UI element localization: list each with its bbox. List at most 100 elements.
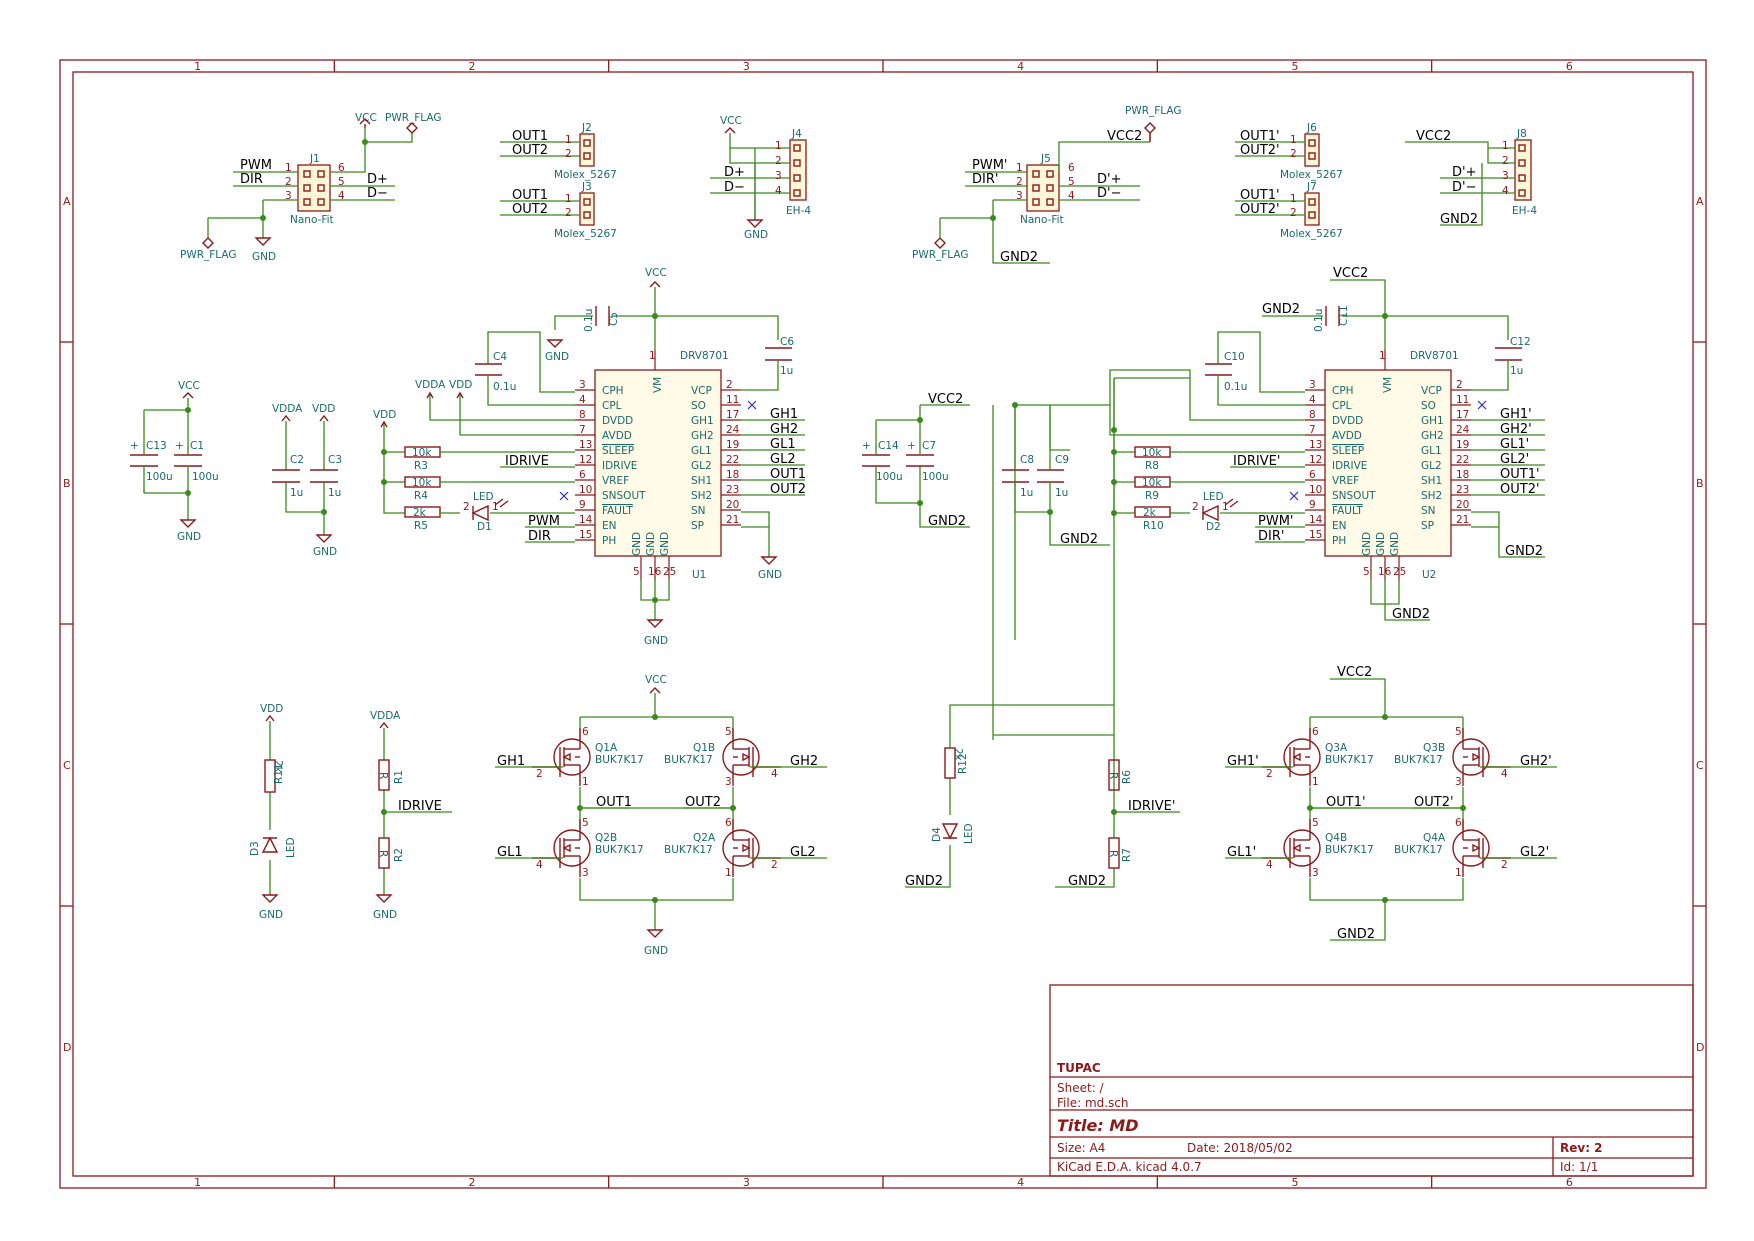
- c11-value: 0.1u: [1313, 309, 1325, 332]
- j8-value: EH-4: [1512, 205, 1537, 217]
- pin-name: EN: [1332, 520, 1347, 532]
- svg-text:+: +: [907, 440, 916, 452]
- grid-row-left: A: [63, 195, 71, 208]
- net-gl2: GL2: [770, 452, 796, 467]
- r12-value: 2k: [952, 748, 964, 762]
- pin-name: AVDD: [602, 430, 632, 442]
- pin-name: GL1: [1421, 445, 1442, 457]
- q1b-mosfet: 534: [722, 726, 781, 788]
- pin-number: 6: [1309, 469, 1316, 481]
- pin-number: 14: [579, 514, 593, 526]
- net-idrive2-u2: IDRIVE': [1233, 454, 1280, 469]
- svg-text:2: 2: [536, 768, 543, 780]
- svg-text:5: 5: [1363, 566, 1370, 578]
- net-dir-j1: DIR: [240, 172, 263, 187]
- vcc-u1-top: VCC: [645, 267, 667, 279]
- svg-text:1: 1: [492, 501, 499, 513]
- pin-number: 22: [1456, 454, 1469, 466]
- pin-number: 24: [726, 424, 740, 436]
- pin-number: 13: [1309, 439, 1322, 451]
- net-out1b-u2: OUT1': [1500, 467, 1540, 482]
- bridge2-gl2b: GL2': [1520, 845, 1549, 860]
- q2b-ref: Q2B: [595, 832, 617, 844]
- d1-ref: D1: [477, 521, 492, 533]
- j8-ref: J8: [1516, 128, 1527, 140]
- pin-number: 23: [726, 484, 739, 496]
- net-dir-u1: DIR: [528, 529, 551, 544]
- net-dplus-j4: D+: [724, 165, 745, 180]
- pin-name: VREF: [1332, 475, 1359, 487]
- svg-text:4: 4: [338, 190, 345, 202]
- r7-ref: R7: [1121, 848, 1133, 862]
- svg-text:3: 3: [1016, 190, 1023, 202]
- pin-number: 3: [579, 379, 586, 391]
- pin-number: 11: [1456, 394, 1469, 406]
- svg-text:6: 6: [725, 817, 732, 829]
- vcc-bridge1: VCC: [645, 674, 667, 686]
- grid-col-bottom: 1: [194, 1176, 201, 1189]
- pin-number: 7: [1309, 424, 1316, 436]
- d2-ref: D2: [1206, 521, 1221, 533]
- pin-name: SP: [691, 520, 704, 532]
- net-pwm2-u2: PWM': [1258, 514, 1293, 529]
- svg-text:2: 2: [1502, 155, 1509, 167]
- pin-number: 8: [579, 409, 586, 421]
- net-idrive2-r6: IDRIVE': [1128, 799, 1175, 814]
- c1-value: 100u: [192, 471, 219, 483]
- grid-row-left: D: [63, 1041, 71, 1054]
- u1-value: DRV8701: [680, 350, 729, 362]
- tb-file: File: md.sch: [1057, 1096, 1129, 1110]
- q2a-ref: Q2A: [693, 832, 716, 844]
- net-gl2b: GL2': [1500, 452, 1529, 467]
- svg-text:3: 3: [1502, 170, 1509, 182]
- svg-text:5: 5: [1068, 176, 1075, 188]
- vdd-r11: VDD: [260, 703, 283, 715]
- grid-col-bottom: 4: [1017, 1176, 1024, 1189]
- svg-text:2: 2: [1192, 501, 1199, 513]
- pin-name: GND: [631, 532, 643, 556]
- svg-text:6: 6: [1455, 817, 1462, 829]
- svg-text:4: 4: [1502, 185, 1509, 197]
- svg-text:2: 2: [1501, 859, 1508, 871]
- vdda-u1: VDDA: [415, 379, 446, 391]
- u2-power-network: VCC2 0.1u C11 GND2 C12 1u C10 0.1u C8 C9…: [949, 266, 1545, 715]
- bridge2-gh2b: GH2': [1520, 754, 1552, 769]
- u2-ref: U2: [1422, 569, 1436, 581]
- svg-text:1: 1: [725, 867, 732, 879]
- svg-text:6: 6: [1068, 162, 1075, 174]
- svg-text:6: 6: [1312, 726, 1319, 738]
- pin-number: 3: [1309, 379, 1316, 391]
- pin-number: 18: [726, 469, 739, 481]
- c5-ref: C5: [608, 312, 620, 326]
- j6-ref: J6: [1306, 122, 1317, 134]
- caps-c2-c3: VDDA VDD C2 C3 1u 1u GND: [272, 403, 342, 558]
- svg-text:1: 1: [1290, 193, 1297, 205]
- q1a-mosfet: 6 1 2: [532, 726, 591, 788]
- svg-text:2: 2: [771, 859, 778, 871]
- svg-text:6: 6: [582, 726, 589, 738]
- net-pwm-j1: PWM: [240, 158, 272, 173]
- q3b-ref: Q3B: [1423, 742, 1445, 754]
- pin-number: 12: [579, 454, 592, 466]
- u2-value: DRV8701: [1410, 350, 1459, 362]
- led-d3-r11: VDD 2k R11 D3 LED GND: [249, 703, 297, 921]
- pin-number: 23: [1456, 484, 1469, 496]
- q4b-mosfet: 534: [1262, 817, 1321, 879]
- q4a-ref: Q4A: [1423, 832, 1446, 844]
- pin-number: 21: [1456, 514, 1469, 526]
- connector-j7: 12 OUT1' OUT2' J7 Molex_5267: [1235, 181, 1343, 240]
- q2a-value: BUK7K17: [664, 844, 713, 856]
- net-pwm-u1: PWM: [528, 514, 560, 529]
- bridge2-out1b: OUT1': [1326, 795, 1366, 810]
- pin-name: VREF: [602, 475, 629, 487]
- svg-text:1: 1: [582, 776, 589, 788]
- svg-text:2: 2: [1290, 148, 1297, 160]
- bridge1-gh2: GH2: [790, 754, 818, 769]
- svg-text:1: 1: [1312, 776, 1319, 788]
- q2a-mosfet: 6 1 2: [722, 817, 781, 879]
- c9-value: 1u: [1055, 487, 1068, 499]
- grid-row-right: A: [1696, 195, 1704, 208]
- net-dplus2-j8: D'+: [1452, 165, 1476, 180]
- pin-name: GH2: [1421, 430, 1444, 442]
